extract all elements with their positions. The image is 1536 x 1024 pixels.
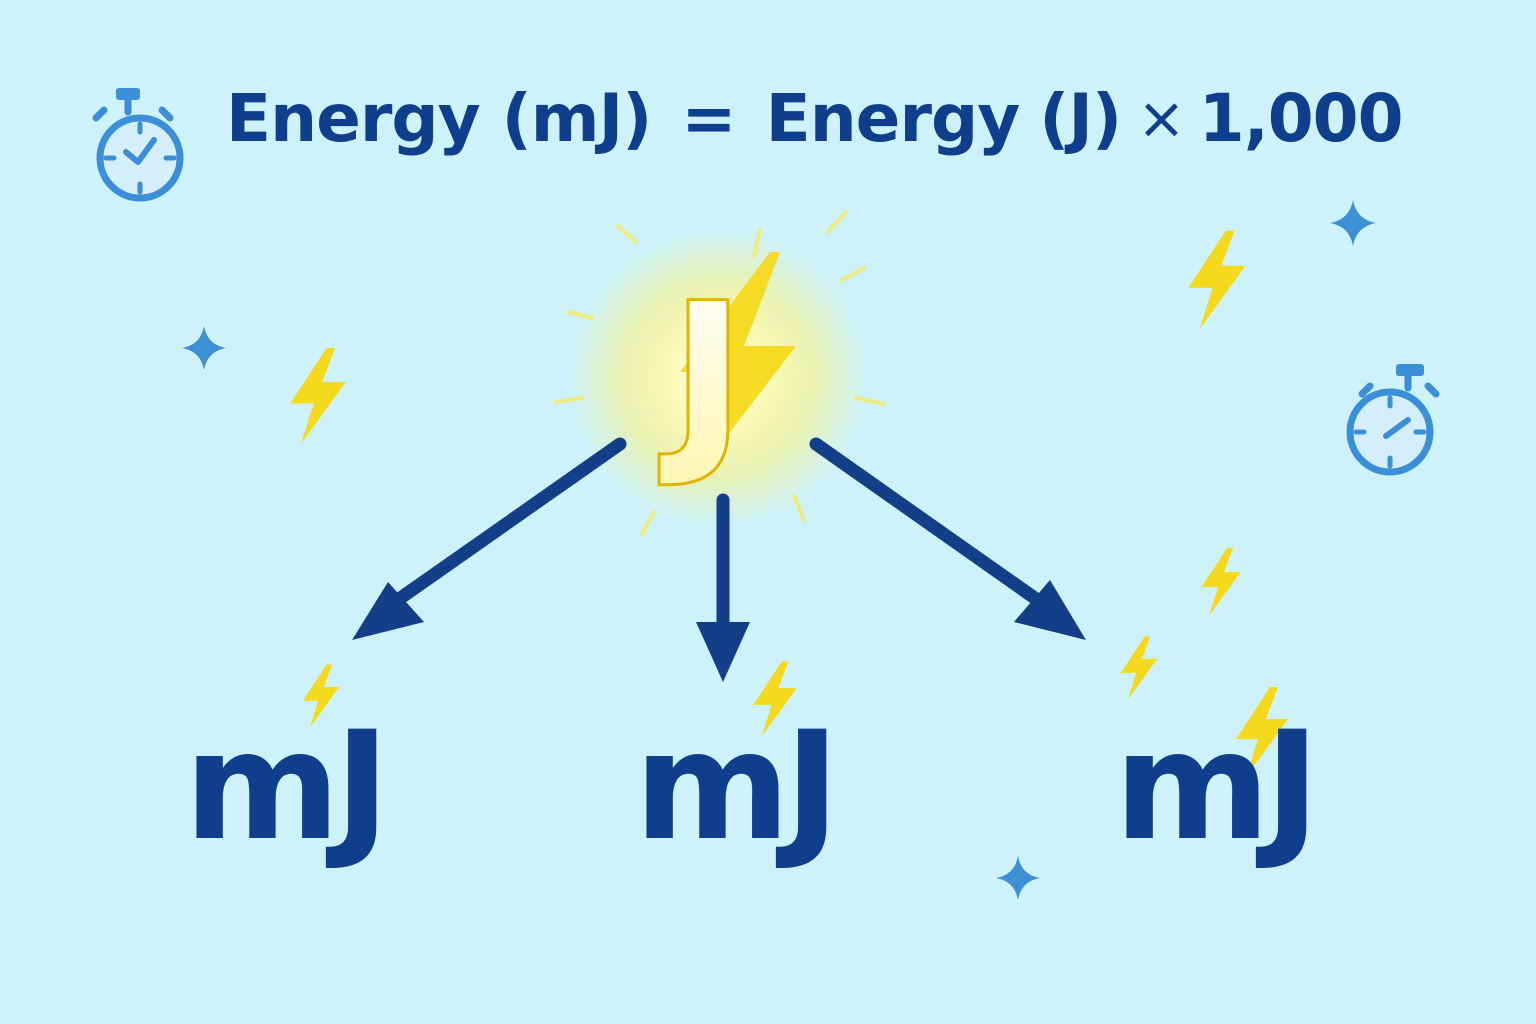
target-unit-label: mJ	[634, 700, 840, 874]
arrow-icon	[352, 437, 627, 640]
formula-equals: =	[681, 79, 736, 157]
formula-lhs: Energy (mJ)	[226, 79, 652, 157]
arrow-icon	[809, 437, 1086, 640]
stopwatch-icon	[1346, 364, 1440, 476]
formula-rhs-quantity: Energy	[765, 79, 1021, 157]
arrow-icon	[696, 493, 750, 682]
conversion-formula: Energy (mJ) = Energy (J) × 1,000	[226, 78, 1404, 158]
target-unit-label: mJ	[184, 700, 390, 874]
source-unit-label: J	[661, 263, 745, 491]
target-unit-label: mJ	[1114, 700, 1320, 874]
glow-burst	[554, 210, 886, 536]
formula-factor: 1,000	[1198, 79, 1404, 157]
stopwatch-icon	[92, 88, 184, 202]
formula-rhs-unit: (J)	[1039, 79, 1122, 157]
formula-operator: ×	[1137, 84, 1186, 152]
